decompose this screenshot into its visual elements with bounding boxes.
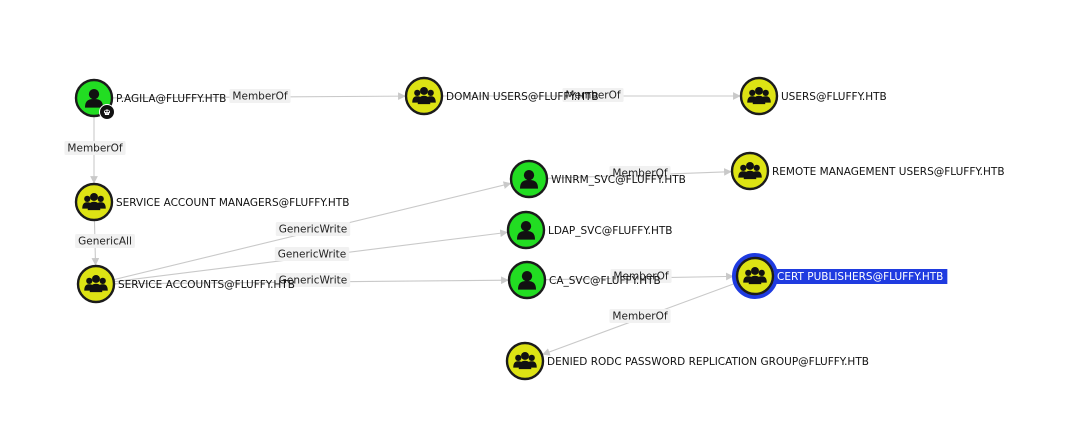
edge-label-text: MemberOf <box>613 271 668 283</box>
node-rmu[interactable]: REMOTE MANAGEMENT USERS@FLUFFY.HTB <box>730 151 1005 191</box>
edge-label-text: GenericAll <box>78 236 132 248</box>
edge-label-e7[interactable]: GenericWrite <box>275 273 351 287</box>
node-label: DENIED RODC PASSWORD REPLICATION GROUP@F… <box>547 356 869 368</box>
node-label: REMOTE MANAGEMENT USERS@FLUFFY.HTB <box>772 166 1005 178</box>
edge-label-background <box>275 273 351 287</box>
edge-label-e5[interactable]: GenericWrite <box>275 222 351 236</box>
node-label: SERVICE ACCOUNTS@FLUFFY.HTB <box>118 279 295 291</box>
nodes-layer: P.AGILA@FLUFFY.HTB DOMAIN USERS@FLUFFY.HT… <box>74 76 1005 381</box>
edge-label-text: MemberOf <box>612 311 667 323</box>
node-ca_svc[interactable]: CA_SVC@FLUFFY.HTB <box>507 260 661 300</box>
edge-label-e10[interactable]: MemberOf <box>609 309 671 323</box>
node-label: LDAP_SVC@FLUFFY.HTB <box>548 225 672 237</box>
edge-label-background <box>75 234 135 248</box>
node-label: WINRM_SVC@FLUFFY.HTB <box>551 174 686 186</box>
edge-label-background <box>609 166 671 180</box>
edge-label-e4[interactable]: GenericAll <box>75 234 135 248</box>
edge-label-background <box>609 309 671 323</box>
node-ldap_svc[interactable]: LDAP_SVC@FLUFFY.HTB <box>506 210 672 250</box>
node-domain_users[interactable]: DOMAIN USERS@FLUFFY.HTB <box>404 76 599 116</box>
edge-label-background <box>610 269 672 283</box>
edge-label-e6[interactable]: GenericWrite <box>274 247 350 261</box>
node-label: CA_SVC@FLUFFY.HTB <box>549 275 661 287</box>
edge-label-text: MemberOf <box>232 91 287 103</box>
edge-label-background <box>274 247 350 261</box>
edge-label-background <box>562 88 624 102</box>
edge-label-text: GenericWrite <box>279 275 347 287</box>
edge-label-text: GenericWrite <box>279 224 347 236</box>
node-label: DOMAIN USERS@FLUFFY.HTB <box>446 91 599 103</box>
edge-label-text: MemberOf <box>67 143 122 155</box>
node-label: USERS@FLUFFY.HTB <box>781 91 887 103</box>
node-label: CERT PUBLISHERS@FLUFFY.HTB <box>777 271 943 283</box>
edge-label-e1[interactable]: MemberOf <box>229 89 291 103</box>
edge-label-text: MemberOf <box>565 90 620 102</box>
node-p_agila[interactable]: P.AGILA@FLUFFY.HTB <box>74 78 226 120</box>
node-sam[interactable]: SERVICE ACCOUNT MANAGERS@FLUFFY.HTB <box>74 182 349 222</box>
edge-label-text: MemberOf <box>612 168 667 180</box>
node-service_accounts[interactable]: SERVICE ACCOUNTS@FLUFFY.HTB <box>76 264 295 304</box>
node-winrm_svc[interactable]: WINRM_SVC@FLUFFY.HTB <box>509 159 686 199</box>
node-denied_rodc[interactable]: DENIED RODC PASSWORD REPLICATION GROUP@F… <box>505 341 869 381</box>
edge-label-background <box>229 89 291 103</box>
node-label: SERVICE ACCOUNT MANAGERS@FLUFFY.HTB <box>116 197 349 209</box>
node-label: P.AGILA@FLUFFY.HTB <box>116 93 226 105</box>
edge-label-text: GenericWrite <box>278 249 346 261</box>
edge-label-background <box>275 222 351 236</box>
edge-label-e3[interactable]: MemberOf <box>64 141 126 155</box>
edge-label-e2[interactable]: MemberOf <box>562 88 624 102</box>
selected-label-background <box>775 269 948 284</box>
edge-label-e9[interactable]: MemberOf <box>610 269 672 283</box>
edge-label-background <box>64 141 126 155</box>
node-cert_publishers[interactable]: CERT PUBLISHERS@FLUFFY.HTB <box>732 253 948 299</box>
node-users[interactable]: USERS@FLUFFY.HTB <box>739 76 887 116</box>
edge-label-e8[interactable]: MemberOf <box>609 166 671 180</box>
